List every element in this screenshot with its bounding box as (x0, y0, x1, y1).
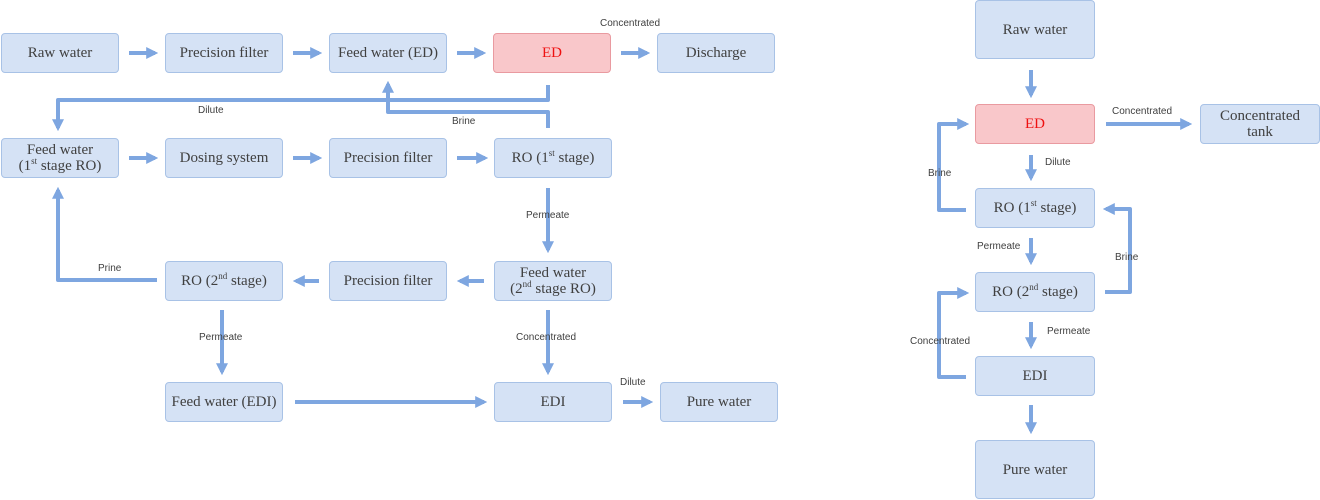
edi-box: EDI (975, 356, 1095, 396)
feed-water-ed-box: Feed water (ED) (329, 33, 447, 73)
ro2-box: RO (2nd stage) (165, 261, 283, 301)
ro2-label: RO (2nd stage) (181, 271, 267, 290)
prine-label: Prine (98, 263, 122, 274)
feed-water-ro2-label: Feed water (2nd stage RO) (510, 265, 596, 297)
ro1-box: RO (1st stage) (494, 138, 612, 178)
ed-box: ED (975, 104, 1095, 144)
permeate-label: Permeate (199, 332, 243, 343)
ro2-box: RO (2nd stage) (975, 272, 1095, 312)
ro1-label: RO (1st stage) (511, 148, 595, 167)
feed-water-edi-box: Feed water (EDI) (165, 382, 283, 422)
dosing-system-box: Dosing system (165, 138, 283, 178)
feed-water-ro1-box: Feed water (1st stage RO) (1, 138, 119, 178)
ro1-label: RO (1st stage) (993, 198, 1077, 217)
ro1-box: RO (1st stage) (975, 188, 1095, 228)
raw-water-box: Raw water (1, 33, 119, 73)
feed-water-ed-label: Feed water (ED) (338, 45, 438, 61)
ro2-label: RO (2nd stage) (992, 282, 1078, 301)
raw-water-label: Raw water (27, 45, 93, 61)
dosing-system-label: Dosing system (179, 150, 269, 166)
ed-label: ED (542, 45, 562, 61)
pure-water-box: Pure water (975, 440, 1095, 499)
discharge-box: Discharge (657, 33, 775, 73)
dilute-label: Dilute (1045, 157, 1071, 168)
discharge-label: Discharge (685, 45, 747, 61)
dilute-label: Dilute (620, 377, 646, 388)
pure-water-label: Pure water (686, 394, 752, 410)
feed-water-ro1-label: Feed water (1st stage RO) (18, 142, 102, 174)
permeate-label: Permeate (526, 210, 570, 221)
arrow (52, 186, 157, 282)
precision-filter-box: Precision filter (329, 138, 447, 178)
arrow (1102, 203, 1132, 294)
pure-water-label: Pure water (1002, 461, 1068, 478)
edi-label: EDI (540, 394, 566, 410)
arrow (937, 118, 970, 212)
precision-filter-box: Precision filter (329, 261, 447, 301)
arrow (382, 80, 550, 128)
concentrated-tank-box: Concentrated tank (1200, 104, 1320, 144)
concentrated-label: Concentrated (1112, 106, 1173, 117)
brine-label: Brine (928, 168, 952, 179)
arrow (52, 85, 550, 132)
pure-water-box: Pure water (660, 382, 778, 422)
concentrated-label: Concentrated (600, 18, 661, 29)
precision-filter-label: Precision filter (343, 150, 433, 166)
brine-label: Brine (1115, 252, 1139, 263)
permeate-label: Permeate (977, 241, 1021, 252)
raw-water-box: Raw water (975, 0, 1095, 59)
feed-water-ro2-box: Feed water (2nd stage RO) (494, 261, 612, 301)
ed-box: ED (493, 33, 611, 73)
precision-filter-label: Precision filter (343, 273, 433, 289)
concentrated-label: Concentrated (516, 332, 577, 343)
ed-label: ED (1025, 116, 1045, 132)
permeate-label: Permeate (1047, 326, 1091, 337)
edi-box: EDI (494, 382, 612, 422)
concentrated-label: Concentrated (910, 336, 971, 347)
feed-water-edi-label: Feed water (EDI) (171, 394, 277, 410)
brine-label: Brine (452, 116, 476, 127)
concentrated-tank-label: Concentrated tank (1220, 108, 1300, 140)
edi-label: EDI (1022, 368, 1048, 384)
precision-filter-box: Precision filter (165, 33, 283, 73)
dilute-label: Dilute (198, 105, 224, 116)
precision-filter-label: Precision filter (179, 45, 269, 61)
raw-water-label: Raw water (1002, 21, 1068, 38)
arrow (937, 287, 970, 379)
